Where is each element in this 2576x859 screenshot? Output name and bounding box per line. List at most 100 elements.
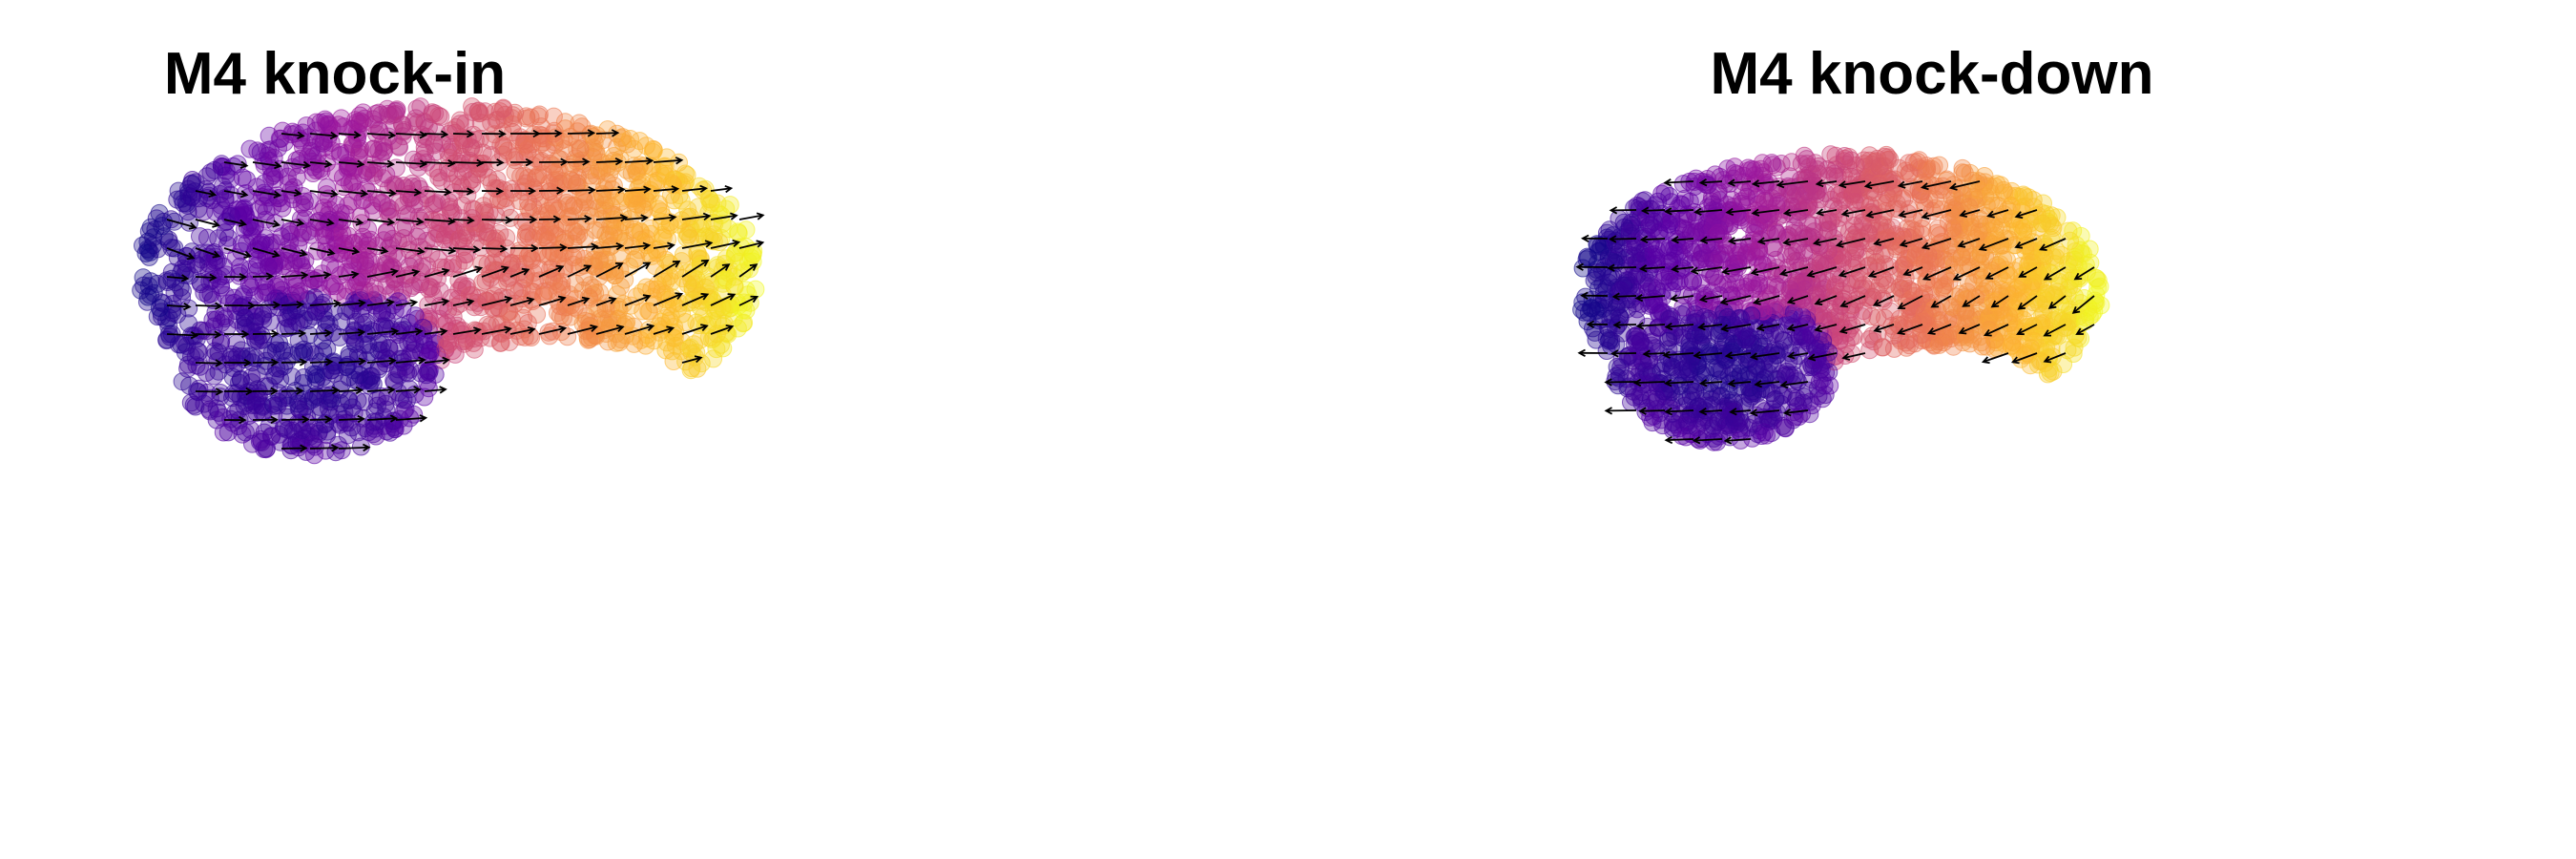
velocity-arrow-head <box>447 217 456 225</box>
velocity-arrow-head <box>389 414 399 423</box>
velocity-arrow-head <box>640 214 649 222</box>
cell-point <box>532 152 551 171</box>
cell-point <box>463 209 482 228</box>
cell-point <box>509 262 529 282</box>
cell-point <box>180 376 199 395</box>
velocity-arrow-head <box>270 415 279 424</box>
cell-point <box>1795 243 1814 262</box>
cell-point <box>429 106 448 125</box>
cell-point <box>236 314 255 333</box>
velocity-arrow <box>653 293 682 306</box>
velocity-arrow-head <box>270 387 279 395</box>
cell-point <box>1810 372 1829 391</box>
cell-point <box>511 167 530 186</box>
velocity-arrow <box>366 133 395 136</box>
cell-point <box>322 361 341 380</box>
velocity-arrow-head <box>239 415 247 425</box>
velocity-arrow <box>1609 266 1637 269</box>
cell-point <box>262 167 280 186</box>
cell-point <box>297 116 316 136</box>
cell-point <box>231 257 250 276</box>
cell-point <box>265 367 284 386</box>
cell-point <box>1906 246 1925 264</box>
cell-point <box>303 164 322 182</box>
velocity-arrow-head <box>554 129 563 137</box>
cell-point <box>168 304 187 324</box>
cell-point <box>681 338 700 357</box>
cell-point <box>1641 215 1660 234</box>
velocity-arrow-head <box>466 187 475 196</box>
velocity-arrow <box>567 189 594 192</box>
velocity-arrow <box>681 187 707 192</box>
cell-point <box>634 199 654 219</box>
cell-point <box>625 220 644 239</box>
cell-point <box>294 374 313 393</box>
velocity-arrow <box>624 217 648 220</box>
cell-point <box>659 253 678 272</box>
velocity-arrow <box>366 161 394 165</box>
cell-point <box>1643 332 1661 351</box>
velocity-arrow-head <box>333 299 342 308</box>
cell-point <box>1842 186 1861 205</box>
velocity-arrow-head <box>325 358 334 367</box>
velocity-arrow-head <box>239 190 249 199</box>
velocity-arrow <box>195 276 216 279</box>
cell-point <box>1573 259 1592 278</box>
velocity-arrow-head <box>560 157 569 166</box>
cell-point <box>368 284 386 304</box>
cell-point <box>173 288 192 307</box>
cell-point <box>289 399 308 418</box>
velocity-arrow <box>710 293 735 306</box>
velocity-arrow-head <box>330 189 339 199</box>
cell-point <box>1762 154 1781 173</box>
velocity-arrow <box>252 275 273 278</box>
velocity-arrow-head <box>302 160 312 169</box>
cell-point <box>734 301 753 320</box>
cell-point <box>392 115 411 134</box>
velocity-arrow <box>710 214 737 220</box>
velocity-arrow <box>195 362 222 365</box>
cell-point <box>1679 416 1698 435</box>
velocity-arrow-head <box>239 219 247 227</box>
velocity-arrow <box>280 247 307 256</box>
cell-point <box>157 330 177 349</box>
velocity-arrow <box>280 418 308 421</box>
velocity-arrow-head <box>324 159 333 168</box>
cell-point <box>2087 285 2106 304</box>
cell-point <box>549 304 567 323</box>
velocity-arrow-head <box>387 386 396 394</box>
cell-point <box>1915 304 1934 324</box>
velocity-arrow-head <box>355 218 364 226</box>
velocity-arrow-head <box>301 271 309 280</box>
cell-point <box>672 342 691 361</box>
cell-point <box>571 139 590 158</box>
velocity-arrow <box>309 447 338 450</box>
velocity-arrow-head <box>504 295 513 304</box>
velocity-arrow-head <box>694 355 703 364</box>
velocity-arrow <box>252 304 280 306</box>
velocity-arrow <box>280 389 302 392</box>
cell-point <box>240 139 260 158</box>
cell-point <box>205 342 224 361</box>
velocity-arrow <box>653 261 680 278</box>
cell-point <box>1739 418 1758 437</box>
cell-point <box>2088 269 2107 288</box>
cell-point <box>2029 294 2048 313</box>
velocity-arrow-head <box>270 358 280 367</box>
velocity-arrow <box>309 190 338 196</box>
cell-point <box>1801 176 1820 195</box>
cell-point <box>1724 263 1743 283</box>
velocity-arrow <box>738 263 758 278</box>
velocity-arrow <box>538 265 564 278</box>
velocity-arrow <box>195 390 222 393</box>
velocity-arrow-head <box>297 131 305 139</box>
points-layer <box>1572 145 2110 451</box>
velocity-arrow <box>567 264 592 278</box>
velocity-arrow <box>452 300 473 306</box>
cell-point <box>355 335 374 354</box>
cell-point <box>184 395 203 414</box>
velocity-arrow <box>366 417 397 421</box>
cell-point <box>500 332 519 351</box>
velocity-arrow <box>280 332 305 335</box>
velocity-arrow <box>481 327 511 335</box>
